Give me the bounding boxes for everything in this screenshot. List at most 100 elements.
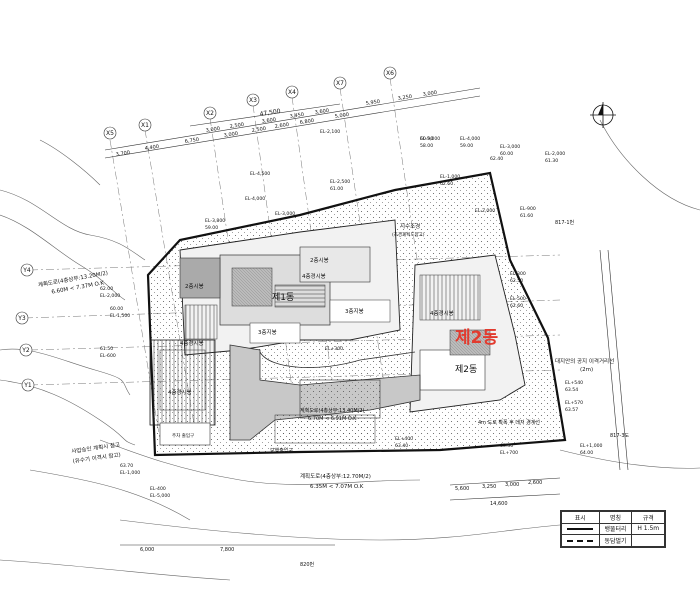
elevation-label: 59.00 (460, 143, 473, 149)
area-label: 3층지붕 (258, 328, 277, 336)
dimension-label: 3,250 (482, 484, 496, 490)
elevation-label: EL-2,000 (475, 208, 495, 214)
elevation-label: 61.00 (330, 186, 343, 192)
legend-header-name: 명칭 (598, 511, 633, 524)
elevation-label: EL-900 (520, 206, 536, 212)
legend-dashed-line (561, 534, 600, 547)
area-label: (조경계획도참고) (392, 231, 425, 238)
building-2: 제2동 (409, 254, 526, 413)
elevation-label: EL-2,000 (545, 151, 565, 157)
building-1-south-wing (149, 339, 216, 446)
elevation-label: EL-4,000 (460, 136, 480, 142)
court-garden (299, 379, 381, 419)
area-label: 4층경시봉 (302, 272, 326, 280)
road-note: 계획도로(4층상부:13.40M/2) (300, 407, 365, 414)
elevation-label: 62.60 (510, 303, 523, 309)
elevation-label: EL-300 (510, 271, 526, 277)
building-2-red-tag: 제2동 (455, 328, 498, 348)
area-label: 대지안의 공지 이격거리선 (555, 357, 614, 365)
dimension-label: 3,250 (397, 94, 412, 102)
building-label: 제2동 (455, 364, 477, 375)
elevation-label: EL-3,800 (205, 218, 225, 224)
axis-label: X1 (141, 122, 149, 129)
axis-bubble: Y3 (15, 311, 29, 325)
grid-axis-bubbles: X5 X1 X2 X3 X4 X7 X6 Y4 Y3 Y2 Y1 (15, 66, 397, 392)
dimension-label: 14,600 (490, 501, 508, 507)
legend-row1-name: 뱅뚤터리 (598, 522, 633, 536)
dimension-label: 2,500 (251, 126, 266, 134)
elevation-label: EL+700 (500, 450, 518, 456)
area-label: 4층경시봉 (430, 309, 454, 317)
dimension-label: 3,000 (223, 131, 238, 139)
elevation-label: EL-5,000 (420, 136, 440, 142)
legend-row2-spec (631, 534, 665, 547)
elevation-label: 60.90 (420, 136, 433, 142)
road-note: 6.70M < 6.91M O.K (308, 416, 357, 422)
area-label: 3층지붕 (345, 307, 364, 315)
dimension-label: 2,600 (274, 122, 289, 130)
axis-label: Y1 (23, 382, 32, 389)
bottom-dimension-chain: 5,600 3,250 3,000 2,600 14,600 6,000 7,8… (120, 477, 561, 553)
dimension-label: 6,800 (299, 118, 314, 126)
dimension-label: 2,500 (229, 122, 244, 130)
axis-label: X3 (249, 97, 257, 104)
dimension-label: 2,600 (528, 480, 542, 486)
axis-label: X7 (336, 80, 344, 87)
area-label: 보행출입구 (270, 447, 293, 454)
dimension-label: 6,750 (184, 137, 199, 145)
dimension-total: 47,500 (259, 108, 281, 118)
dimension-label: 3,000 (505, 482, 519, 488)
elevation-label: EL-1,000 (440, 174, 460, 180)
axis-bubble: Y1 (21, 378, 35, 392)
legend-solid-line (561, 522, 600, 536)
dimension-label: 5,600 (455, 486, 469, 492)
axis-label: Y4 (22, 267, 31, 274)
axis-label: X6 (386, 70, 394, 77)
elevation-label: 63.54 (565, 387, 578, 393)
elevation-label: 61.30 (545, 158, 558, 164)
area-label: 4층경시봉 (168, 388, 192, 396)
legend-header-spec: 규격 (631, 511, 665, 524)
axis-label: Y3 (17, 315, 26, 322)
elevation-label: EL-4,000 (245, 196, 265, 202)
lot-label: 820번 (300, 561, 315, 568)
elevation-label: 58.00 (420, 143, 433, 149)
dimension-label: 3,700 (115, 150, 130, 158)
elevation-label: EL-400 (150, 486, 166, 492)
axis-bubble: X2 (203, 106, 217, 120)
axis-bubble: X4 (285, 85, 299, 99)
axis-bubble: X5 (103, 126, 117, 140)
elevation-label: EL+400 (395, 436, 413, 442)
dimension-label: 5,950 (365, 99, 380, 107)
elevation-label: EL-3,000 (500, 144, 520, 150)
axis-label: X4 (288, 89, 296, 96)
area-label: 2층시봉 (185, 282, 204, 290)
axis-bubble: Y4 (20, 263, 34, 277)
elevation-label: 63.30 (500, 443, 513, 449)
axis-label: Y2 (21, 347, 30, 354)
elevation-label: 60.00 (500, 151, 513, 157)
lot-label: 817-1번 (555, 219, 575, 226)
elevation-label: EL-500 (510, 296, 526, 302)
area-label: 4m 도로 확폭 후 대지 경계선 (478, 419, 540, 426)
dimension-label: 5,000 (334, 112, 349, 120)
elevation-label: EL-2,100 (320, 129, 340, 135)
top-dimension-chain: 3,700 4,400 6,750 3,000 2,500 2,600 6,80… (104, 87, 481, 159)
elevation-label: 63.57 (565, 407, 578, 413)
road-note: 계획도로(4층상부:12.70M/2) (300, 472, 371, 480)
elevation-label: 63.70 (120, 463, 133, 469)
area-label: 4층경시봉 (180, 339, 204, 347)
legend-row1-spec: H 1.5m (631, 522, 665, 536)
area-label: 지수조경 (400, 222, 420, 230)
road-note: 6.35M < 7.07M O.K (310, 484, 364, 490)
axis-bubble: X1 (138, 118, 152, 132)
elevation-label: 62.60 (440, 181, 453, 187)
elevation-label: EL-4,500 (250, 171, 270, 177)
dimension-label: 3,600 (314, 108, 329, 116)
elevation-label: 59.00 (205, 225, 218, 231)
elevation-label: 61.50 (100, 346, 113, 352)
elevation-label: 62.40 (490, 156, 503, 162)
axis-bubble: X6 (383, 66, 397, 80)
axis-bubble: Y2 (19, 343, 33, 357)
